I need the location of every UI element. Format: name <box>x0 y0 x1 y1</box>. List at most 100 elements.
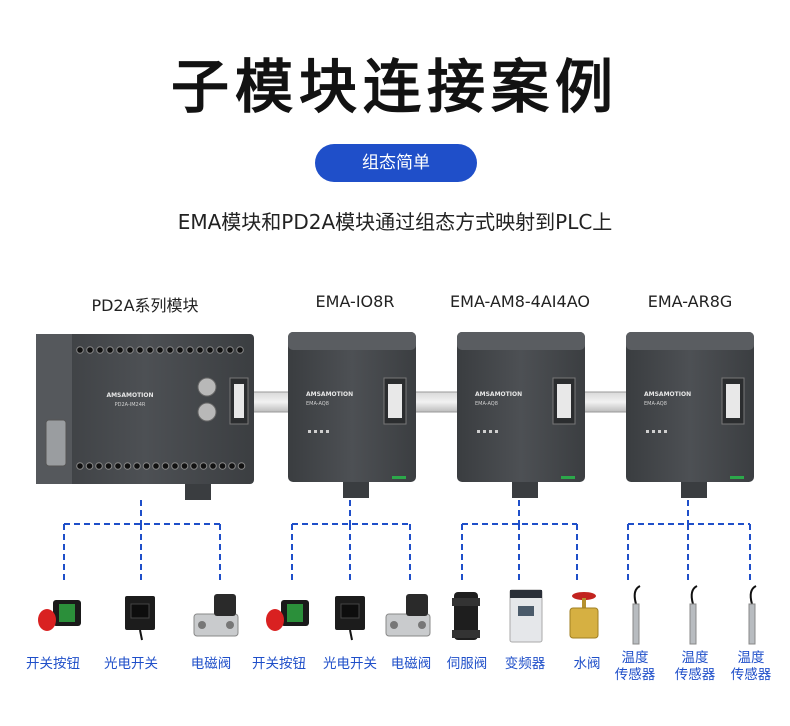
status-led <box>314 430 317 433</box>
solenoid-valve-icon <box>385 594 431 637</box>
push-button-icon <box>38 600 81 631</box>
terminal-screw <box>209 462 217 470</box>
page-title: 子模块连接案例 <box>170 53 619 121</box>
terminal-screw <box>126 346 134 354</box>
status-led <box>308 430 311 433</box>
ema-module: AMSAMOTION EMA-AQ8 <box>457 332 585 498</box>
brand-text: AMSAMOTION <box>306 391 353 398</box>
photo-switch-icon <box>125 596 155 641</box>
terminal-screw <box>216 346 224 354</box>
temp-sensor-icon <box>748 585 757 645</box>
terminal-screw <box>106 346 114 354</box>
water-valve-icon <box>569 592 599 639</box>
device-label-servo-valve: 伺服阀 <box>446 656 488 672</box>
terminal-screw <box>206 346 214 354</box>
terminal-screw <box>95 462 103 470</box>
terminal-screw <box>199 462 208 470</box>
terminal-screw <box>156 346 164 354</box>
model-text: PD2A-IM24R <box>115 402 146 408</box>
brand-text: AMSAMOTION <box>106 392 153 399</box>
device-label-temp-sensor: 温度传感器 <box>730 650 772 683</box>
module-label-io8r: EMA-IO8R <box>315 292 395 311</box>
terminal-screw <box>176 346 184 354</box>
status-led <box>483 430 486 433</box>
device-label-temp-sensor: 温度传感器 <box>674 650 716 683</box>
device-label-photo-switch: 光电开关 <box>323 656 377 672</box>
terminal-screw <box>142 462 151 470</box>
device-label-inverter: 变频器 <box>504 656 546 672</box>
device-label-photo-switch: 光电开关 <box>104 656 158 672</box>
terminal-screw <box>237 462 246 470</box>
module-label-pd2a: PD2A系列模块 <box>91 296 199 315</box>
terminal-screw <box>152 462 160 470</box>
terminal-screw <box>146 346 154 354</box>
terminal-screw <box>186 346 194 354</box>
status-led <box>658 430 661 433</box>
status-led <box>326 430 329 433</box>
terminal-screw <box>76 346 84 354</box>
photo-switch-icon <box>335 596 365 641</box>
terminal-screw <box>236 346 244 354</box>
terminal-screw <box>218 462 227 470</box>
device-label-solenoid-valve: 电磁阀 <box>190 656 232 672</box>
subtitle: EMA模块和PD2A模块通过组态方式映射到PLC上 <box>177 210 613 234</box>
ema-module: AMSAMOTION EMA-AQ8 <box>288 332 416 498</box>
push-button-icon <box>266 600 309 631</box>
terminal-screw <box>171 462 179 470</box>
pd2a-module: AMSAMOTION PD2A-IM24R <box>36 334 254 500</box>
terminal-screw <box>136 346 144 354</box>
green-led <box>730 476 744 479</box>
temp-sensor-icon <box>632 585 641 645</box>
solenoid-valve-icon <box>193 594 239 637</box>
terminal-screw <box>76 462 84 470</box>
mount-clip <box>512 482 538 498</box>
temp-sensor-icon <box>689 585 698 645</box>
terminal-screw <box>123 462 132 470</box>
terminal-screw <box>196 346 204 354</box>
green-led <box>392 476 406 479</box>
status-led <box>489 430 492 433</box>
model-text: EMA-AQ8 <box>306 401 329 407</box>
terminal-screw <box>133 462 141 470</box>
status-led <box>652 430 655 433</box>
servo-valve-icon <box>452 592 480 640</box>
green-led <box>561 476 575 479</box>
status-led <box>495 430 498 433</box>
dashed-connector <box>291 500 411 582</box>
terminal-screw <box>104 462 113 470</box>
terminal-screw <box>86 346 94 354</box>
device-label-solenoid-valve: 电磁阀 <box>390 656 432 672</box>
status-led <box>477 430 480 433</box>
terminal-screw <box>85 462 94 470</box>
model-text: EMA-AQ8 <box>475 401 498 407</box>
status-led <box>646 430 649 433</box>
model-text: EMA-AQ8 <box>644 401 667 407</box>
dashed-connector <box>461 500 578 582</box>
dashed-connector <box>627 500 751 582</box>
terminal-screw <box>228 462 236 470</box>
brand-text: AMSAMOTION <box>475 391 522 398</box>
module-label-am8: EMA-AM8-4AI4AO <box>450 292 590 311</box>
terminal-screw <box>180 462 189 470</box>
terminal-screw <box>96 346 104 354</box>
dashed-connector <box>63 500 221 582</box>
terminal-screw <box>116 346 124 354</box>
feature-pill: 组态简单 <box>315 144 477 182</box>
module-label-ar8g: EMA-AR8G <box>647 292 733 311</box>
device-label-temp-sensor: 温度传感器 <box>614 650 656 683</box>
inverter-icon <box>509 589 543 643</box>
status-led <box>664 430 667 433</box>
terminal-screw <box>190 462 198 470</box>
mount-clip <box>681 482 707 498</box>
device-label-push-button: 开关按钮 <box>26 656 80 672</box>
terminal-screw <box>161 462 170 470</box>
terminal-screw <box>226 346 234 354</box>
device-label-water-valve: 水阀 <box>573 656 601 672</box>
brand-text: AMSAMOTION <box>644 391 691 398</box>
status-led <box>320 430 323 433</box>
mount-clip <box>343 482 369 498</box>
terminal-screw <box>114 462 122 470</box>
terminal-screw <box>166 346 174 354</box>
device-label-push-button: 开关按钮 <box>252 656 306 672</box>
